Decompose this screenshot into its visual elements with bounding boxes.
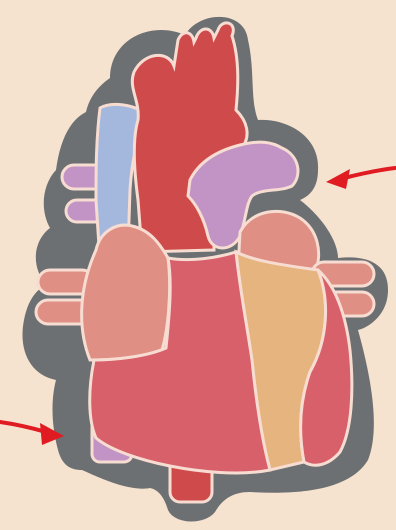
heart-illustration bbox=[0, 0, 396, 530]
heart-diagram bbox=[0, 0, 396, 530]
